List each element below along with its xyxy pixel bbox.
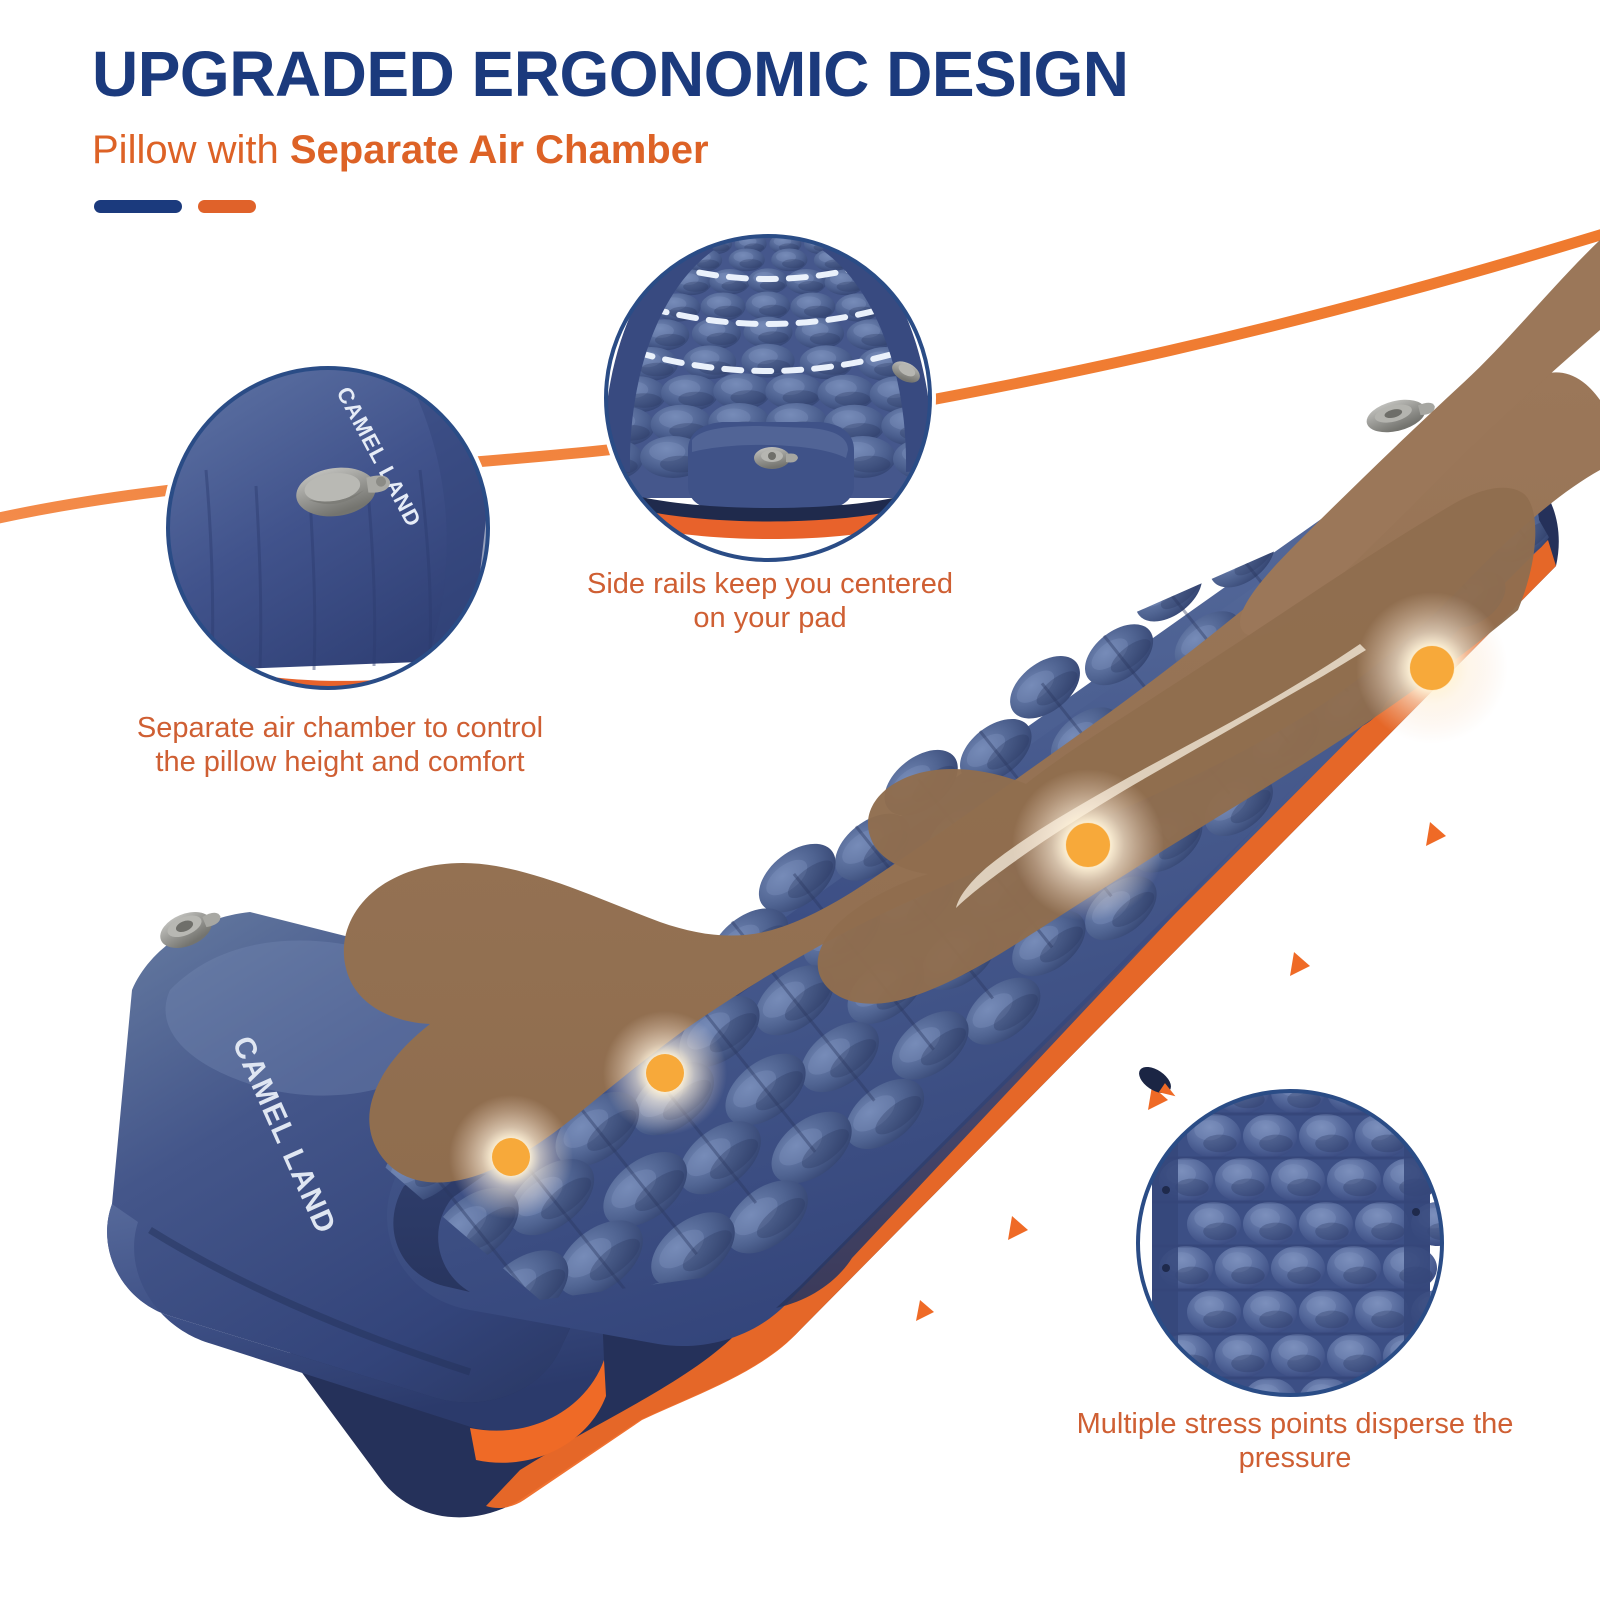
callout-3-photo [1138, 1091, 1442, 1395]
pad-top-surface [387, 441, 1540, 1347]
pillow-orange-edge [470, 1360, 606, 1463]
body-highlight-streak [956, 644, 1366, 908]
stress-point-hip [1012, 769, 1164, 921]
sleeping-pad: CAMEL LAND [107, 240, 1600, 1518]
callout-1-valve [296, 467, 391, 517]
orange-swoosh-line [0, 229, 1600, 524]
callout-2-photo [606, 236, 930, 560]
callout-1-white-ring [162, 362, 494, 694]
callout-2-white-ring [600, 230, 936, 566]
pad-valve [1366, 399, 1435, 433]
callout-1-ring-border [166, 366, 490, 690]
body-forearm-hand [817, 487, 1536, 1004]
divider-bar-navy [94, 200, 182, 213]
callout-3-white-ring [1132, 1085, 1448, 1401]
caption-side-rails: Side rails keep you centered on your pad [587, 568, 953, 634]
title-divider [94, 200, 256, 213]
reflective-stripes [633, 263, 903, 374]
pad-orange-side-strip [486, 540, 1556, 1508]
pillow-sheen [165, 940, 458, 1096]
stress-point-glows [449, 592, 1508, 1219]
rail-orange-tabs [916, 822, 1446, 1321]
callout-2-ring-border [604, 234, 932, 562]
brand-logo-text: CAMEL LAND [226, 1031, 343, 1239]
stress-point-knee [603, 1011, 727, 1135]
caption-stress-points: Multiple stress points disperse the pres… [1076, 1408, 1514, 1474]
pillow-front-face [107, 1204, 605, 1431]
pillow-top-face [107, 912, 678, 1403]
callout-1-photo: CAMEL LAND [168, 368, 488, 688]
baffle-cells [382, 452, 1554, 1300]
pillow-crease [148, 1227, 472, 1376]
stress-point-heel [449, 1095, 573, 1219]
subtitle-emphasis: Separate Air Chamber [289, 128, 709, 172]
page-subtitle: Pillow with Separate Air Chamber [92, 128, 709, 172]
callout-3-ring-border [1136, 1089, 1444, 1397]
pillow-chamber: CAMEL LAND [107, 912, 678, 1463]
page-title: UPGRADED ERGONOMIC DESIGN [92, 38, 1129, 110]
pad-baffled-body [382, 399, 1554, 1347]
pillow-valve [160, 912, 221, 948]
stress-point-shoulder [1356, 592, 1508, 744]
callout-1-logo-text: CAMEL LAND [332, 383, 427, 532]
body-upper-arm [1239, 240, 1600, 637]
subtitle-prefix: Pillow with [92, 128, 290, 172]
caption-pillow-chamber: Separate air chamber to control the pill… [136, 712, 544, 778]
brand-logo: CAMEL LAND [226, 1031, 343, 1239]
divider-bar-orange [198, 200, 256, 213]
